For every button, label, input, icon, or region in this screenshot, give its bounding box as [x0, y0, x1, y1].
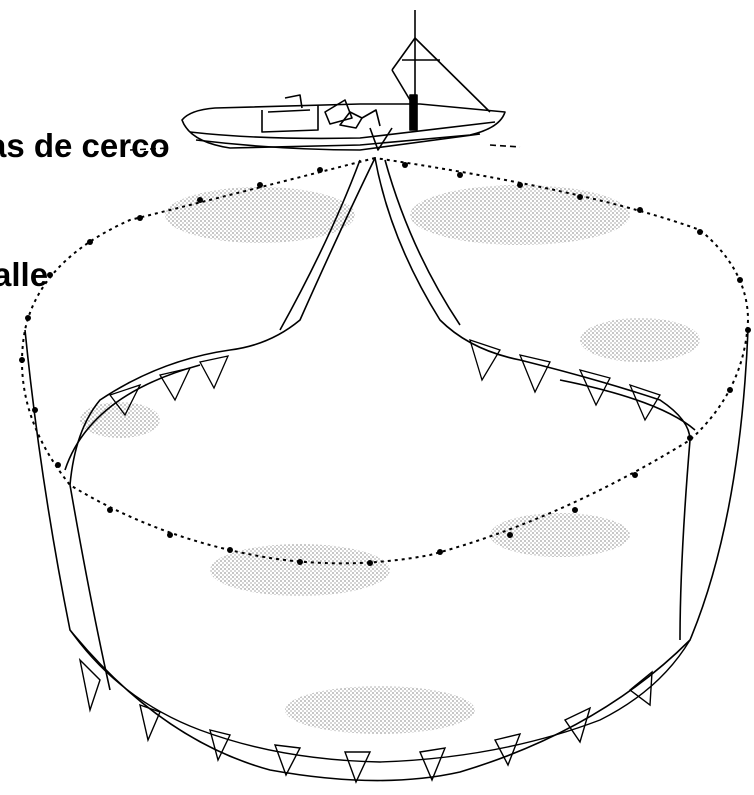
- diagram-title: as de cerco alle: [0, 38, 170, 382]
- purse-rings: [108, 338, 661, 422]
- float-markers: [19, 162, 751, 566]
- title-line-1: as de cerco: [0, 127, 170, 164]
- fishing-boat: [129, 10, 521, 151]
- net-walls: [24, 157, 749, 782]
- title-line-2: alle: [0, 256, 49, 293]
- float-line: [21, 156, 750, 565]
- water-shading: [80, 185, 700, 734]
- lead-line: [69, 629, 691, 784]
